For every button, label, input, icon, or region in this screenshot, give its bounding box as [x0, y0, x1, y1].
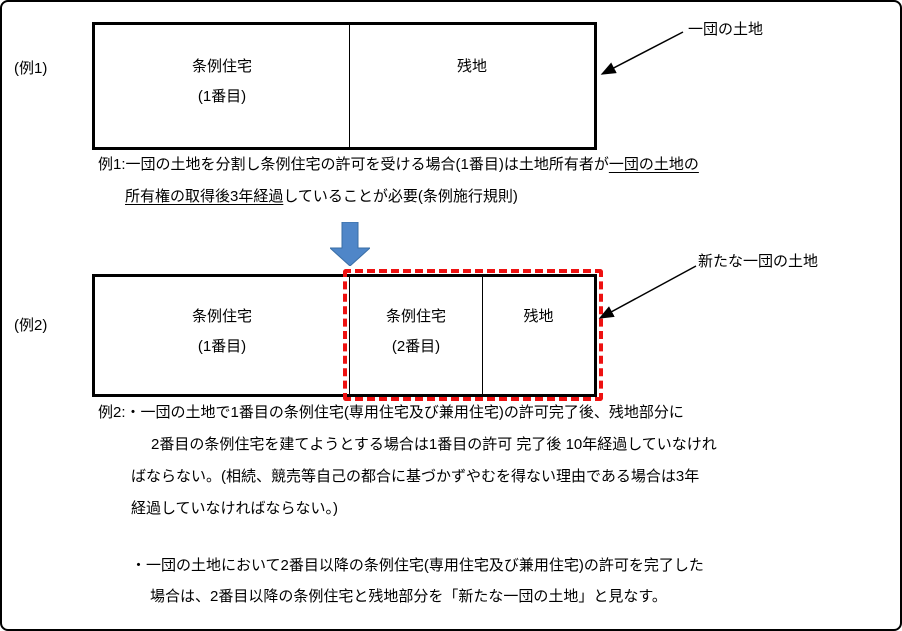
callout-arrow-icon	[600, 31, 684, 75]
note-line1: ・一団の土地において2番目以降の条例住宅(専用住宅及び兼用住宅)の許可を完了した	[131, 557, 704, 574]
example2-caption-line2: 2番目の条例住宅を建てようとする場合は1番目の許可 完了後 10年経過していなけ…	[151, 436, 717, 453]
example2-cell-ordinance-house-2: 条例住宅 (2番目)	[350, 277, 483, 394]
caption-text: していることが必要(条例施行規則)	[283, 188, 518, 205]
example1-callout-label: 一団の土地	[688, 21, 764, 38]
caption-underlined-text: 一団の土地の	[608, 156, 699, 173]
example2-callout-label: 新たな一団の土地	[698, 253, 819, 270]
cell-text-line: 条例住宅	[191, 58, 252, 75]
cell-text-line: 条例住宅	[385, 308, 446, 325]
example1-land-box: 条例住宅 (1番目) 残地	[92, 22, 597, 150]
cell-text-line: (1番目)	[197, 338, 247, 355]
cell-text-line: 残地	[523, 308, 554, 325]
cell-text-line: (1番目)	[197, 88, 247, 105]
caption-underlined-text: 所有権の取得後3年経過	[125, 188, 284, 205]
example1-cell-remaining-land: 残地	[350, 25, 594, 147]
new-land-unit-dashed-outline	[343, 269, 603, 401]
example1-cell-ordinance-house-1: 条例住宅 (1番目)	[95, 25, 350, 147]
example2-label: (例2)	[14, 317, 48, 334]
example2-caption-line1: 例2:・一団の土地で1番目の条例住宅(専用住宅及び兼用住宅)の許可完了後、残地部…	[98, 404, 684, 421]
cell-text-line: 条例住宅	[191, 308, 252, 325]
note-line2: 場合は、2番目以降の条例住宅と残地部分を「新たな一団の土地」と見なす。	[150, 588, 667, 605]
cell-text-line: 残地	[456, 58, 487, 75]
example1-label: (例1)	[14, 60, 48, 77]
example1-caption-line2: 所有権の取得後3年経過していることが必要(条例施行規則)	[125, 186, 518, 208]
example2-caption-line3: ばならない。(相続、競売等自己の都合に基づかずやむを得ない理由である場合は3年	[131, 468, 700, 485]
example1-caption-line1: 例1:一団の土地を分割し条例住宅の許可を受ける場合(1番目)は土地所有者が一団の…	[98, 154, 699, 176]
down-arrow-icon	[330, 222, 370, 266]
caption-text: 例1:一団の土地を分割し条例住宅の許可を受ける場合(1番目)は土地所有者が	[98, 156, 609, 173]
example2-caption-line4: 経過していなければならない。)	[131, 500, 339, 517]
example2-cell-ordinance-house-1: 条例住宅 (1番目)	[95, 277, 350, 394]
example2-cell-remaining-land: 残地	[483, 277, 594, 394]
cell-text-line: (2番目)	[391, 338, 441, 355]
callout-arrow-icon	[598, 265, 697, 319]
